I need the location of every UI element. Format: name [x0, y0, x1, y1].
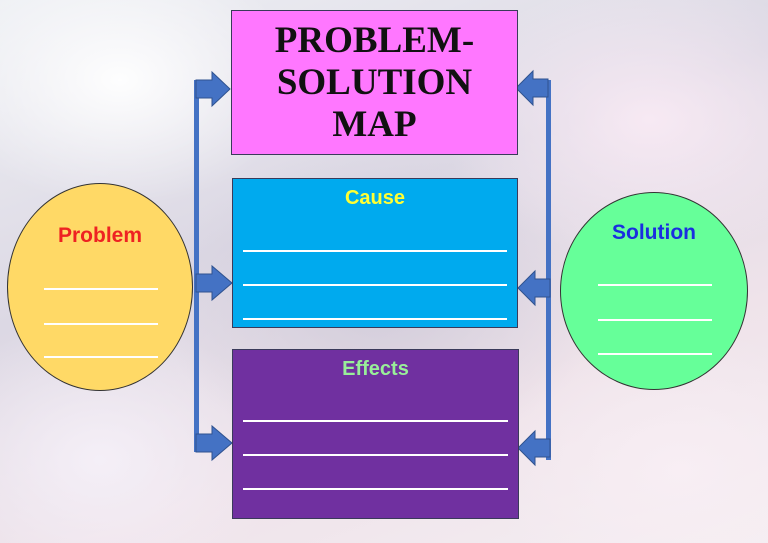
effects-line-3: [243, 488, 508, 490]
problem-line-1: [44, 288, 158, 290]
solution-label: Solution: [612, 221, 696, 244]
problem-line-3: [44, 356, 158, 358]
cause-line-1: [243, 250, 507, 252]
problem-ellipse: Problem: [7, 183, 193, 391]
solution-line-2: [598, 319, 712, 321]
arrow-to-effects-left: [195, 424, 233, 462]
effects-line-2: [243, 454, 508, 456]
right-vertical-connector: [546, 80, 551, 460]
arrow-to-cause-left: [195, 264, 233, 302]
problem-label: Problem: [57, 224, 143, 247]
cause-line-2: [243, 284, 507, 286]
cause-heading: Cause: [344, 187, 406, 209]
map-title: PROBLEM- SOLUTION MAP: [274, 19, 475, 145]
problem-line-2: [44, 323, 158, 325]
cause-line-3: [243, 318, 507, 320]
left-vertical-connector: [194, 80, 199, 452]
effects-heading: Effects: [342, 358, 409, 380]
title-box: PROBLEM- SOLUTION MAP: [231, 10, 518, 155]
solution-ellipse: Solution: [560, 192, 748, 390]
effects-line-1: [243, 420, 508, 422]
arrow-to-title-left: [195, 70, 231, 108]
solution-line-1: [598, 284, 712, 286]
effects-box: Effects: [232, 349, 519, 519]
cause-box: Cause: [232, 178, 518, 328]
arrow-to-title-right: [515, 69, 549, 107]
arrow-to-effects-right: [517, 429, 551, 467]
solution-line-3: [598, 353, 712, 355]
arrow-to-cause-right: [517, 269, 551, 307]
